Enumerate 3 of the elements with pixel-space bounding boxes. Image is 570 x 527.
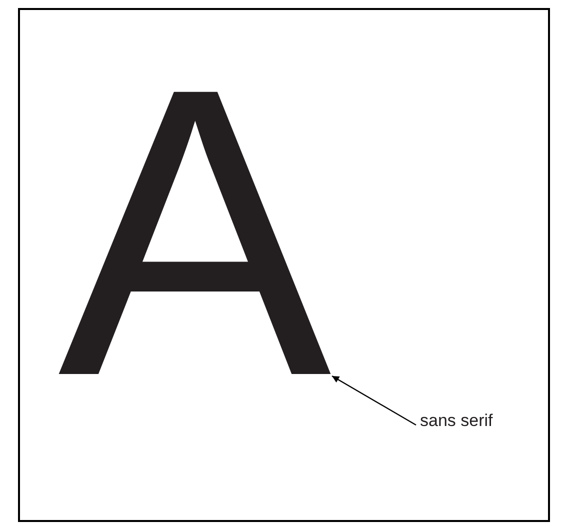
letter-glyph: A bbox=[58, 86, 332, 380]
leader-line bbox=[332, 375, 416, 426]
callout-text: sans serif bbox=[420, 411, 493, 432]
